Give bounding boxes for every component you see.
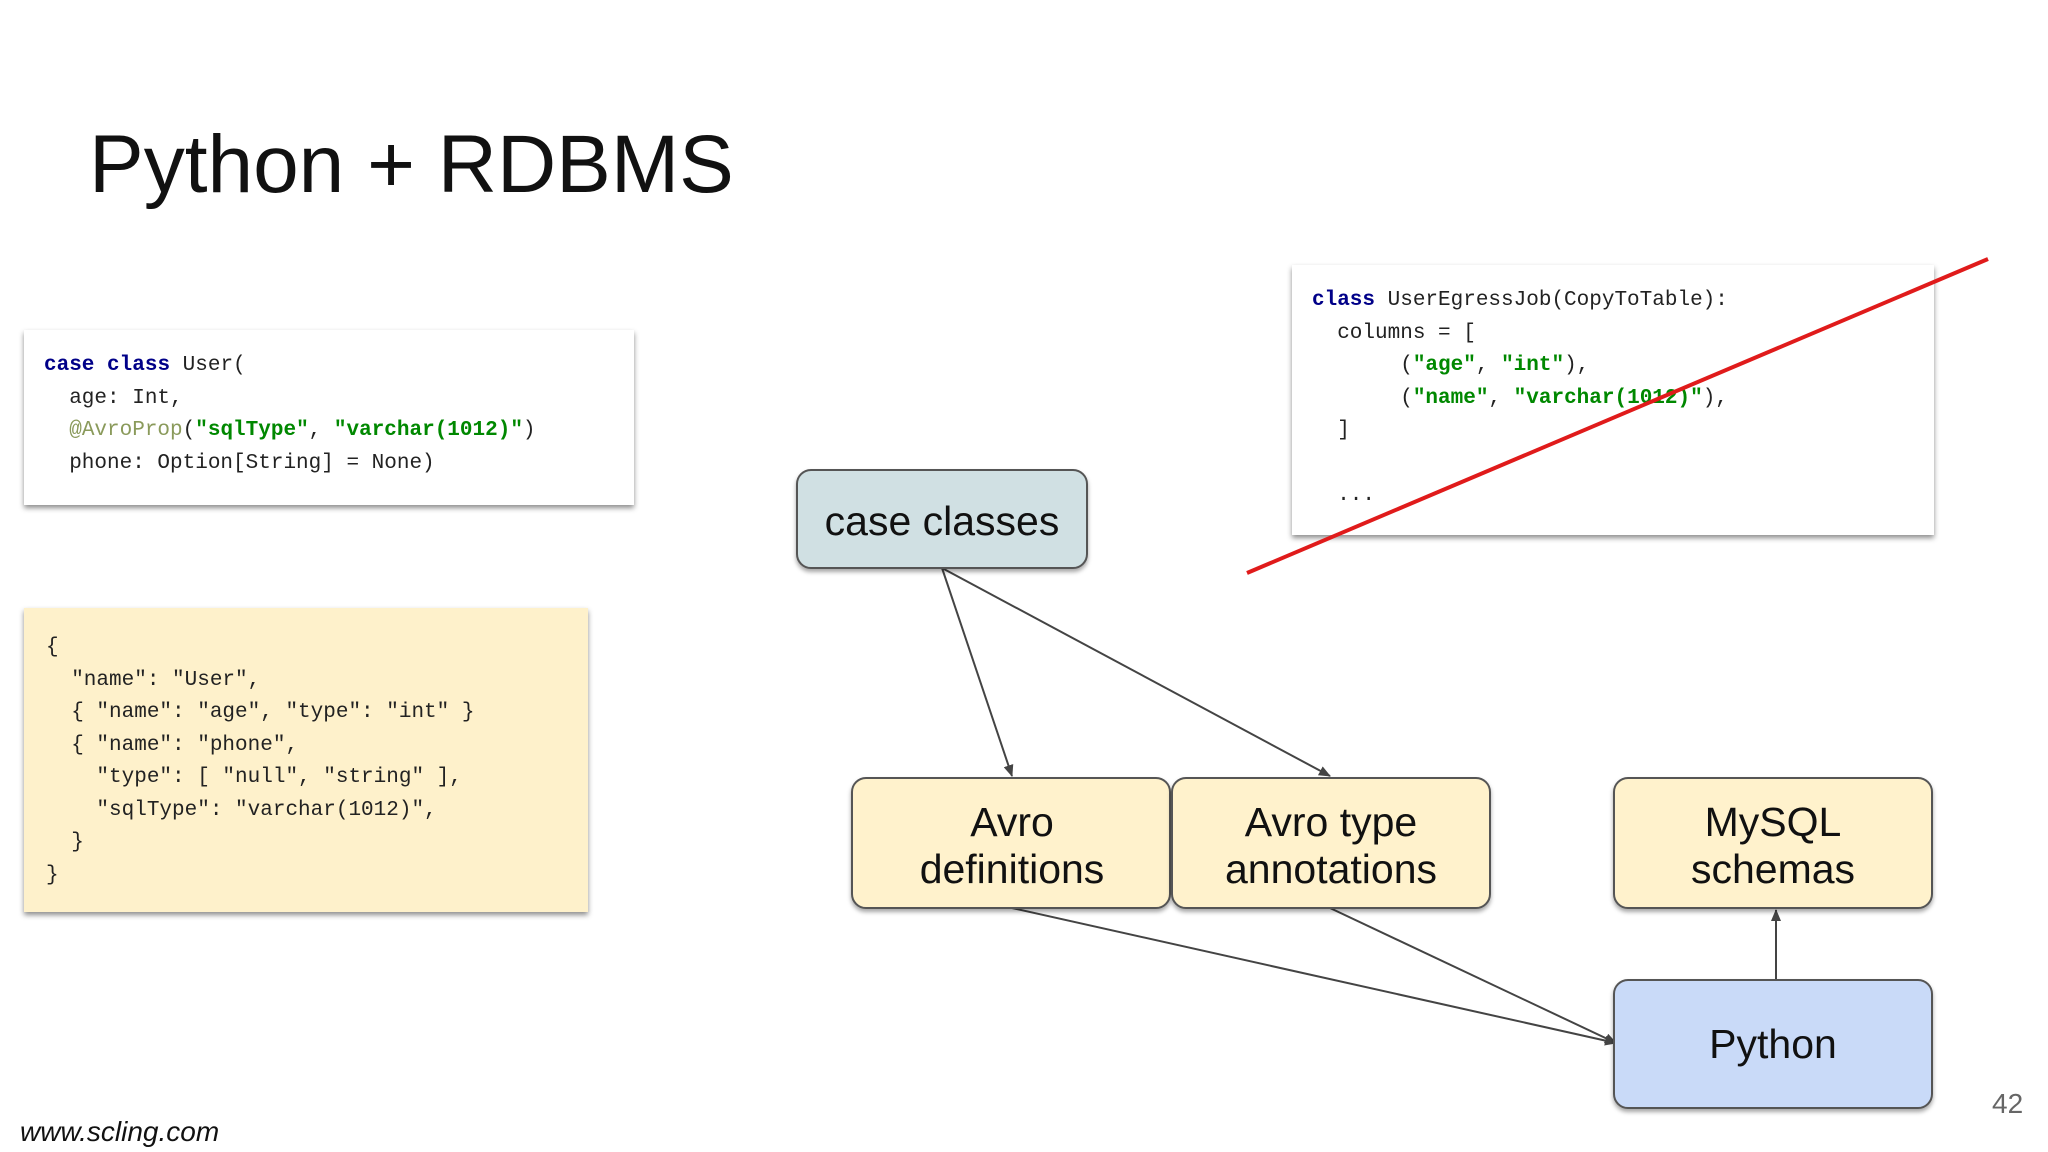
node-label: Avro type: [1245, 799, 1417, 845]
code-keyword: class: [1312, 289, 1376, 312]
node-case-classes: case classes: [796, 469, 1088, 569]
code-text: (: [1312, 354, 1413, 377]
code-text: (: [182, 419, 196, 442]
code-line: }: [46, 831, 84, 854]
code-line: phone: Option[String] = None): [44, 451, 435, 475]
code-line: @AvroProp("sqlType", "varchar(1012)"): [44, 415, 634, 448]
python-code-card: class UserEgressJob(CopyToTable): column…: [1292, 265, 1934, 535]
node-label: annotations: [1225, 846, 1437, 892]
code-text: ,: [308, 419, 334, 442]
code-string: "int": [1501, 354, 1565, 377]
footer-url: www.scling.com: [20, 1116, 220, 1147]
code-line: { "name": "phone",: [46, 733, 299, 757]
code-line: }: [46, 863, 59, 887]
edge-avro-type-annotations-to-python: [1329, 907, 1617, 1044]
node-label: definitions: [920, 846, 1105, 892]
node-label: MySQL: [1705, 799, 1842, 845]
code-string: "sqlType": [195, 419, 309, 442]
code-text: ,: [1475, 354, 1502, 377]
code-keyword: case: [44, 354, 95, 377]
code-line: ]: [1312, 419, 1350, 442]
code-string: "varchar(1012)": [1513, 386, 1703, 410]
code-line: {: [46, 636, 59, 659]
code-line: "sqlType": "varchar(1012)",: [46, 798, 437, 822]
edge-avro-definitions-to-python: [1011, 907, 1617, 1046]
edge-case-classes-to-avro-type-annotations: [941, 567, 1331, 777]
code-line: case class User(: [44, 350, 634, 383]
avro-json-card: { "name": "User", { "name": "age", "type…: [24, 608, 588, 912]
code-line: "name": "User",: [46, 668, 261, 692]
code-line: ("age", "int"),: [1312, 350, 1934, 383]
node-python: Python: [1613, 979, 1933, 1109]
node-label: schemas: [1691, 846, 1855, 892]
code-line: "type": [ "null", "string" ],: [46, 766, 462, 789]
code-text: (: [1312, 386, 1413, 410]
code-line: ...: [1312, 484, 1376, 507]
slide-title: Python + RDBMS: [89, 119, 734, 210]
strike-through-line: [1246, 257, 1989, 575]
node-label: Avro: [970, 799, 1054, 845]
code-line: { "name": "age", "type": "int" }: [46, 701, 475, 724]
code-text: ): [522, 419, 536, 442]
code-string: "varchar(1012)": [333, 419, 523, 442]
node-avro-type-annotations: Avro type annotations: [1171, 777, 1491, 909]
code-keyword: class: [107, 354, 171, 377]
page-number: 42: [1992, 1088, 2024, 1119]
code-text: UserEgressJob(CopyToTable):: [1375, 289, 1728, 312]
code-annotation: @AvroProp: [69, 419, 183, 442]
code-line: ("name", "varchar(1012)"),: [1312, 383, 1934, 416]
node-mysql-schemas: MySQL schemas: [1613, 777, 1933, 909]
scala-code-card: case class User( age: Int, @AvroProp("sq…: [24, 330, 634, 505]
code-string: "name": [1412, 386, 1489, 410]
edge-case-classes-to-avro-definitions: [941, 567, 1014, 777]
code-text: ),: [1702, 386, 1728, 410]
code-line: columns = [: [1312, 321, 1476, 345]
node-label: case classes: [825, 498, 1060, 544]
code-text: ),: [1564, 354, 1590, 377]
code-string: "age": [1412, 354, 1476, 377]
node-label: Python: [1709, 1021, 1837, 1067]
node-avro-definitions: Avro definitions: [851, 777, 1171, 909]
code-text: ,: [1488, 386, 1514, 410]
code-text: User(: [170, 354, 246, 377]
code-line: class UserEgressJob(CopyToTable):: [1312, 285, 1934, 318]
code-line: age: Int,: [44, 386, 183, 410]
